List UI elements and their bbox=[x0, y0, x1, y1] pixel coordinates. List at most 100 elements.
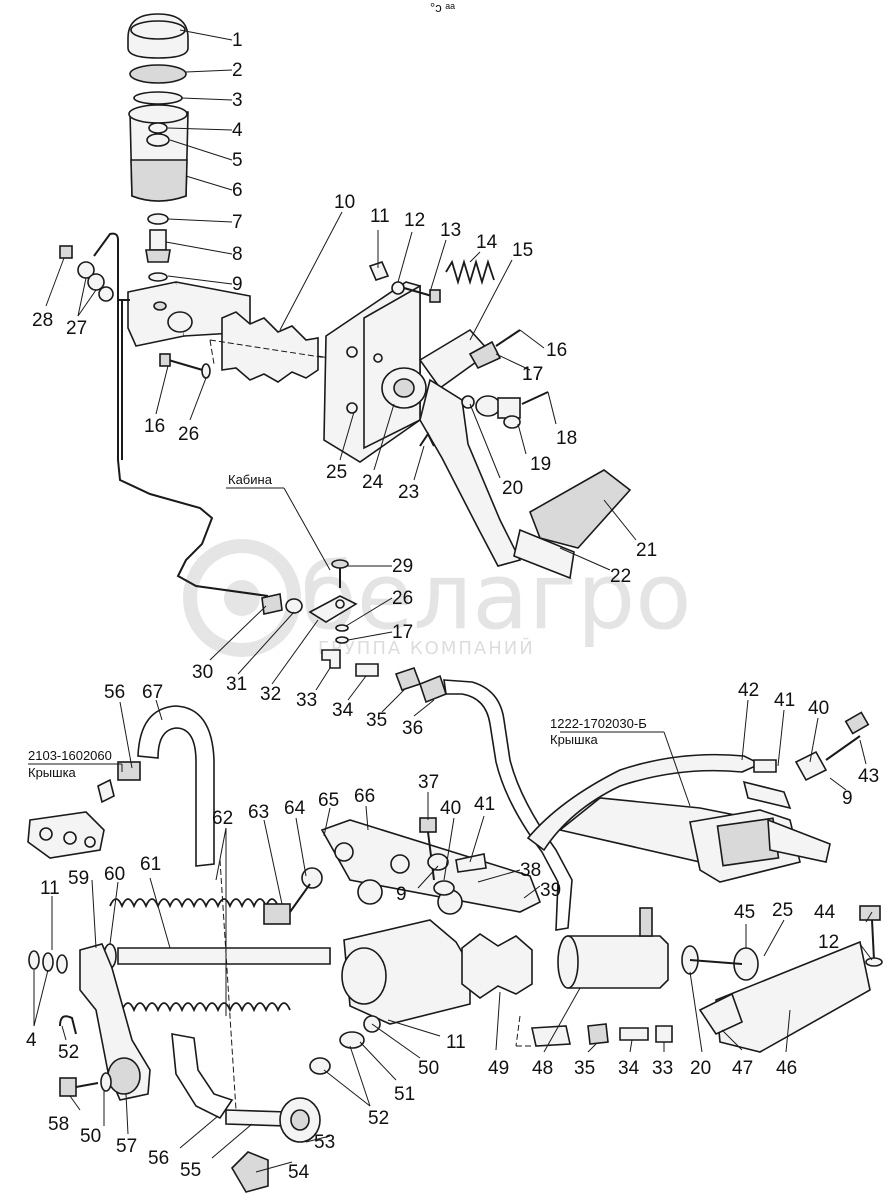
callout-12: 12 bbox=[404, 210, 425, 231]
master-cylinder bbox=[127, 281, 341, 383]
callout-13: 13 bbox=[440, 220, 461, 241]
callout-33b: 33 bbox=[652, 1058, 673, 1079]
callout-67: 67 bbox=[142, 682, 163, 703]
cover-left bbox=[27, 705, 215, 867]
pedal-bracket bbox=[323, 258, 632, 580]
callout-9: 9 bbox=[232, 274, 243, 295]
callout-7: 7 bbox=[232, 212, 243, 233]
callout-19: 19 bbox=[530, 454, 551, 475]
callout-41b: 41 bbox=[474, 794, 495, 815]
reservoir-assembly bbox=[127, 13, 189, 282]
callout-42: 42 bbox=[738, 680, 759, 701]
note-cover-left-label: Крышка bbox=[28, 765, 77, 780]
callout-49: 49 bbox=[488, 1058, 509, 1079]
callout-26: 26 bbox=[178, 424, 199, 445]
callout-9c: 9 bbox=[396, 884, 407, 905]
callout-6: 6 bbox=[232, 180, 243, 201]
callout-54: 54 bbox=[288, 1162, 310, 1183]
callout-18: 18 bbox=[556, 428, 577, 449]
callout-11b: 11 bbox=[40, 878, 60, 899]
callout-57: 57 bbox=[116, 1136, 137, 1157]
cover-right bbox=[526, 711, 870, 883]
callout-31: 31 bbox=[226, 674, 247, 695]
callout-47: 47 bbox=[732, 1058, 753, 1079]
callout-36: 36 bbox=[402, 718, 423, 739]
note-cabin: Кабина bbox=[228, 472, 273, 487]
callout-34b: 34 bbox=[618, 1058, 640, 1079]
callout-37: 37 bbox=[418, 772, 439, 793]
callout-28: 28 bbox=[32, 310, 53, 331]
callout-43: 43 bbox=[858, 766, 879, 787]
watermark-subtitle: ГРУППА КОМПАНИЙ bbox=[318, 637, 535, 659]
callout-33: 33 bbox=[296, 690, 317, 711]
note-cover-right-label: Крышка bbox=[550, 732, 599, 747]
callout-22: 22 bbox=[610, 566, 631, 587]
callout-27: 27 bbox=[66, 318, 87, 339]
callout-45: 45 bbox=[734, 902, 755, 923]
callout-34: 34 bbox=[332, 700, 354, 721]
callout-10: 10 bbox=[334, 192, 355, 213]
callout-11: 11 bbox=[370, 206, 390, 227]
callout-26b: 26 bbox=[392, 588, 413, 609]
callout-16b: 16 bbox=[144, 416, 165, 437]
callout-32: 32 bbox=[260, 684, 281, 705]
callout-48: 48 bbox=[532, 1058, 553, 1079]
callout-39: 39 bbox=[540, 880, 561, 901]
callout-56: 56 bbox=[104, 682, 125, 703]
callout-63: 63 bbox=[248, 802, 269, 823]
callout-51: 51 bbox=[394, 1084, 415, 1105]
cabin-fitting-assembly bbox=[226, 487, 573, 931]
note-cover-left-code: 2103-1602060 bbox=[28, 748, 112, 763]
callout-40b: 40 bbox=[440, 798, 461, 819]
callout-20b: 20 bbox=[690, 1058, 711, 1079]
callout-44: 44 bbox=[814, 902, 836, 923]
callout-52b: 52 bbox=[368, 1108, 389, 1129]
callout-15: 15 bbox=[512, 240, 533, 261]
callout-66: 66 bbox=[354, 786, 375, 807]
upper-brake-pipe bbox=[59, 232, 269, 597]
callout-8: 8 bbox=[232, 244, 243, 265]
callout-21: 21 bbox=[636, 540, 657, 561]
callout-30: 30 bbox=[192, 662, 213, 683]
callout-16: 16 bbox=[546, 340, 567, 361]
callout-25b: 25 bbox=[772, 900, 793, 921]
callout-35b: 35 bbox=[574, 1058, 595, 1079]
top-mark: °ↄ ᵃᵃ bbox=[430, 0, 455, 15]
callout-14: 14 bbox=[476, 232, 498, 253]
release-mechanism bbox=[28, 817, 883, 1193]
callout-38: 38 bbox=[520, 860, 541, 881]
callout-24: 24 bbox=[362, 472, 384, 493]
callout-labels: 1 2 3 4 5 6 7 8 9 10 11 12 13 14 15 16 1… bbox=[26, 30, 879, 1183]
callout-2: 2 bbox=[232, 60, 243, 81]
callout-25: 25 bbox=[326, 462, 347, 483]
callout-41: 41 bbox=[774, 690, 795, 711]
callout-17c: 17 bbox=[392, 622, 413, 643]
callout-46: 46 bbox=[776, 1058, 797, 1079]
callout-64: 64 bbox=[284, 798, 306, 819]
callout-53: 53 bbox=[314, 1132, 335, 1153]
callout-60: 60 bbox=[104, 864, 125, 885]
callout-12b: 12 bbox=[818, 932, 839, 953]
callout-62: 62 bbox=[212, 808, 233, 829]
callout-50: 50 bbox=[80, 1126, 101, 1147]
callout-35: 35 bbox=[366, 710, 387, 731]
callout-40: 40 bbox=[808, 698, 829, 719]
callout-29: 29 bbox=[392, 556, 413, 577]
note-cover-right-code: 1222-1702030-Б bbox=[550, 716, 647, 731]
callout-52: 52 bbox=[58, 1042, 79, 1063]
callout-4: 4 bbox=[232, 120, 243, 141]
callout-58: 58 bbox=[48, 1114, 69, 1135]
leader-lines bbox=[28, 29, 873, 1173]
callout-20: 20 bbox=[502, 478, 523, 499]
callout-65: 65 bbox=[318, 790, 339, 811]
callout-1: 1 bbox=[232, 30, 243, 51]
callout-17: 17 bbox=[522, 364, 543, 385]
callout-55: 55 bbox=[180, 1160, 201, 1181]
callout-61: 61 bbox=[140, 854, 161, 875]
callout-17b: 17 bbox=[522, 364, 543, 385]
callout-3: 3 bbox=[232, 90, 243, 111]
callout-5: 5 bbox=[232, 150, 243, 171]
callout-50b: 50 bbox=[418, 1058, 439, 1079]
callout-56b: 56 bbox=[148, 1148, 169, 1169]
